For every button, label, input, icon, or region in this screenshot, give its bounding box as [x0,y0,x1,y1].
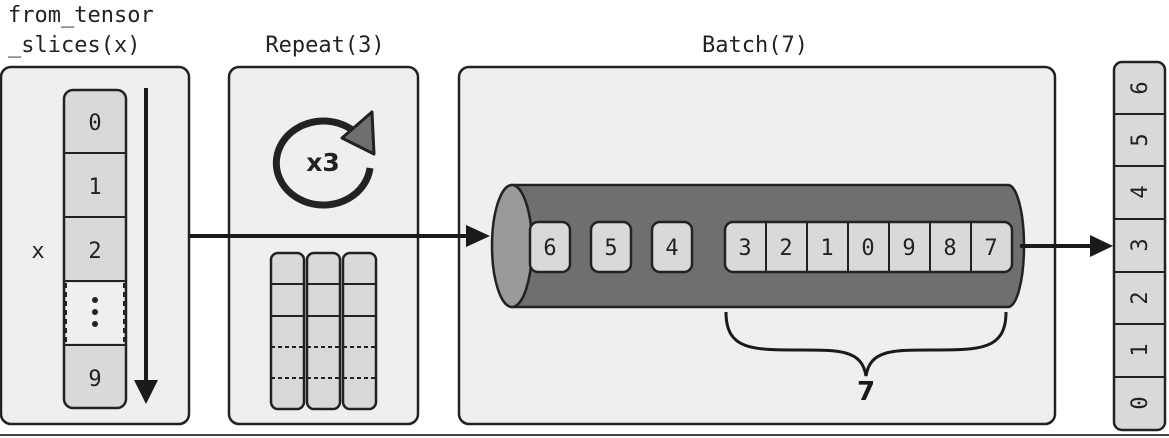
repeat-count-badge: x3 [306,148,340,177]
batch-size-label: 7 [857,377,875,407]
source-cell-2: 2 [88,239,101,264]
batch-size-brace [724,311,1008,377]
copy-stack-3 [341,251,378,411]
pending-item-box [528,220,572,274]
source-var-label: x [31,239,44,264]
output-batch: 6 5 4 3 2 1 0 [1112,60,1167,432]
batch-item-label: 7 [984,236,997,261]
output-item-label: 6 [1128,81,1153,94]
pending-items: 6 5 4 [528,220,694,274]
pending-item-box [589,220,633,274]
flow-arrow-into-batch-head [466,225,490,247]
cylinder-front-cap [490,183,534,309]
batch-item-label: 1 [820,236,833,261]
batch-stage-title: Batch(7) [702,33,808,58]
repeat-cycle-arc [272,117,374,209]
output-item-label: 5 [1128,133,1153,146]
pending-item-label: 6 [543,236,556,261]
batch-item-label: 2 [779,236,792,261]
source-cell-stack: 0 1 2 9 [62,88,128,410]
pending-item-label: 4 [665,236,678,261]
repeat-cycle-arrowhead [340,110,376,156]
ellipsis-dot [92,297,98,303]
source-cell-0: 0 [88,111,101,136]
copy-stack-2 [305,251,342,411]
copy-stack-1 [269,251,306,411]
output-item-label: 3 [1128,238,1153,251]
batch-item-label: 8 [943,236,956,261]
output-item-label: 2 [1128,291,1153,304]
ellipsis-dot [92,321,98,327]
output-item-label: 1 [1128,343,1153,356]
current-batch-frame [723,220,1014,274]
flow-arrow-to-output-head [1090,235,1113,257]
current-batch: 3 2 1 0 9 8 7 [723,220,1014,274]
source-cell-1: 1 [88,175,101,200]
ellipsis-dot [92,309,98,315]
repeated-copies [269,251,378,411]
batch-item-label: 0 [861,236,874,261]
batch-item-label: 3 [738,236,751,261]
repeat-cycle-icon: x3 [272,110,376,209]
repeat-stage-title: Repeat(3) [265,33,384,58]
pending-item-label: 5 [604,236,617,261]
output-item-label: 0 [1128,396,1153,409]
batch-item-label: 9 [902,236,915,261]
pending-item-box [650,220,694,274]
output-batch-frame [1112,60,1167,432]
source-cell-9: 9 [88,367,101,392]
source-stage-title-line1: from_tensor [8,3,154,28]
source-stage-title-line2: _slices(x) [8,33,140,58]
iteration-order-arrowhead [134,380,158,404]
output-item-label: 4 [1128,185,1153,198]
